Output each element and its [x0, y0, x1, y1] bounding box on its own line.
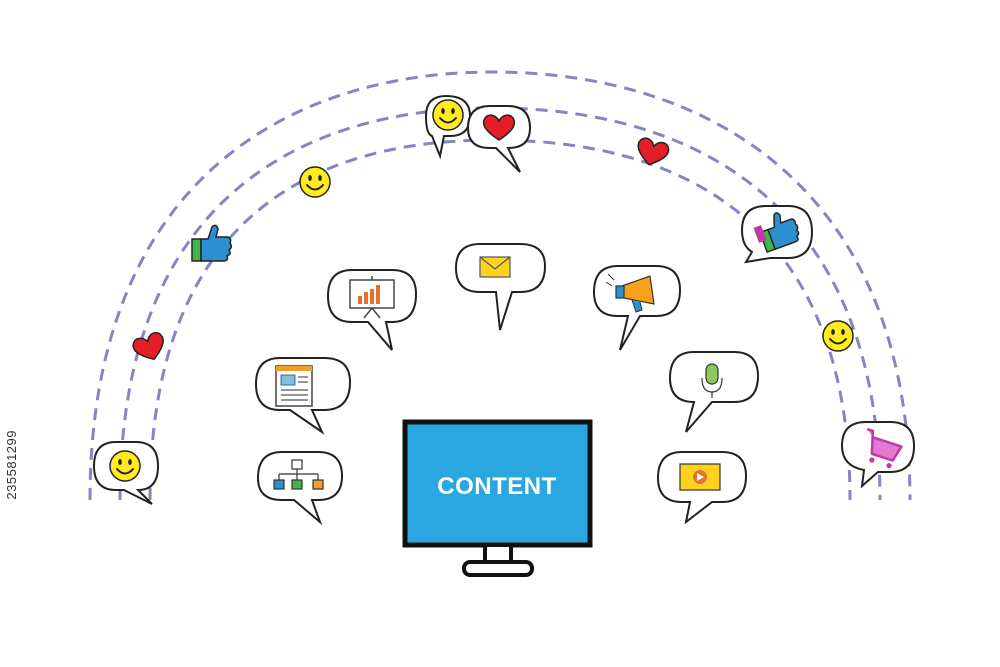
monitor-neck: [483, 543, 513, 564]
megaphone-icon: [605, 273, 655, 313]
video-play-icon: [679, 463, 721, 491]
cart-bubble: [840, 421, 916, 489]
outer-arc: [88, 70, 912, 501]
monitor-label: CONTENT: [437, 473, 557, 500]
heart-bubble-top: [466, 105, 532, 173]
smiley-bubble-left: [92, 441, 160, 505]
megaphone-bubble: [592, 265, 682, 351]
stock-id-label: 235581299: [4, 430, 19, 500]
smiley-icon: [109, 450, 141, 482]
monitor-screen: [402, 419, 593, 548]
smiley-bubble-top: [424, 94, 472, 160]
smiley-icon: [432, 99, 464, 131]
microphone-icon: [701, 363, 723, 398]
monitor: CONTENT: [402, 419, 593, 577]
mail-icon: [479, 256, 511, 278]
presentation-chart-icon: [349, 276, 395, 319]
smiley-icon: [299, 166, 331, 198]
thumbs-up-bubble-right: [740, 205, 814, 264]
document-icon: [275, 365, 313, 407]
shopping-cart-icon: [866, 427, 903, 469]
video-bubble: [656, 451, 748, 525]
sitemap-bubble: [256, 451, 344, 526]
monitor-base: [462, 560, 534, 577]
heart-icon: [633, 135, 672, 170]
middle-arc: [118, 106, 882, 501]
microphone-bubble: [668, 351, 760, 433]
sitemap-icon: [273, 459, 324, 490]
presentation-bubble: [326, 269, 418, 351]
mail-bubble: [454, 243, 547, 331]
smiley-icon: [822, 320, 854, 352]
document-bubble: [254, 357, 352, 435]
